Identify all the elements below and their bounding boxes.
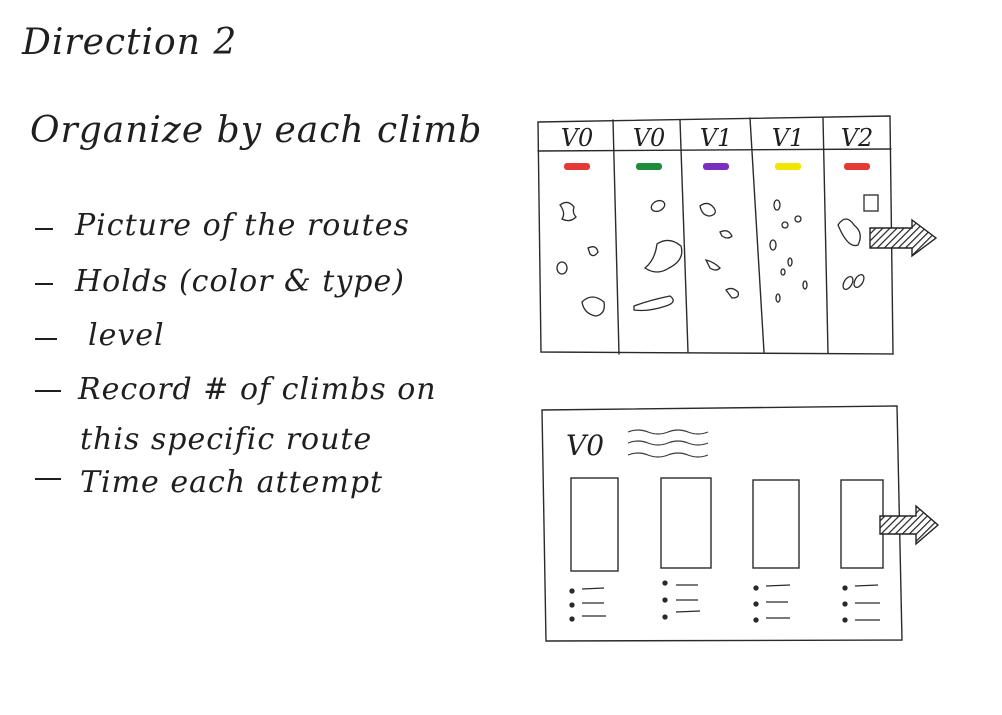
page-title: Direction 2 <box>22 22 238 63</box>
hold-color-swatch <box>564 163 590 170</box>
level-labels: V0 V0 V1 V1 V2 <box>561 124 874 152</box>
route-detail-sketch <box>541 405 903 642</box>
bullet-dash <box>35 228 53 230</box>
hold-color-swatch <box>775 163 801 170</box>
bullet-item: Time each attempt <box>80 465 384 500</box>
bullet-item: this specific route <box>80 422 373 457</box>
hold-sketches <box>556 194 879 317</box>
level-label: V2 <box>841 124 874 152</box>
detail-level-label: V0 <box>566 429 604 462</box>
level-label: V0 <box>561 124 594 152</box>
level-label: V1 <box>700 124 733 152</box>
hold-color-swatch <box>636 163 662 170</box>
level-label: V0 <box>633 124 666 152</box>
hold-color-swatch <box>703 163 729 170</box>
description-scribble <box>627 429 709 458</box>
level-label: V1 <box>772 124 805 152</box>
bullet-item: level <box>88 318 165 353</box>
hold-color-swatch <box>844 163 870 170</box>
bullet-dash <box>35 390 61 392</box>
route-table-sketch <box>537 115 894 355</box>
bullet-dash <box>35 338 57 340</box>
scroll-right-arrow-icon[interactable] <box>869 218 938 258</box>
bullet-item: Record # of climbs on <box>78 372 437 407</box>
next-route-arrow-icon[interactable] <box>879 504 940 546</box>
bullet-item: Holds (color & type) <box>75 264 405 299</box>
hold-color-swatches <box>564 163 870 170</box>
bullet-dash <box>35 283 53 285</box>
heading: Organize by each climb <box>30 110 483 151</box>
attempt-list-bullets <box>569 580 880 623</box>
bullet-item: Picture of the routes <box>75 208 410 243</box>
bullet-dash <box>35 478 61 480</box>
